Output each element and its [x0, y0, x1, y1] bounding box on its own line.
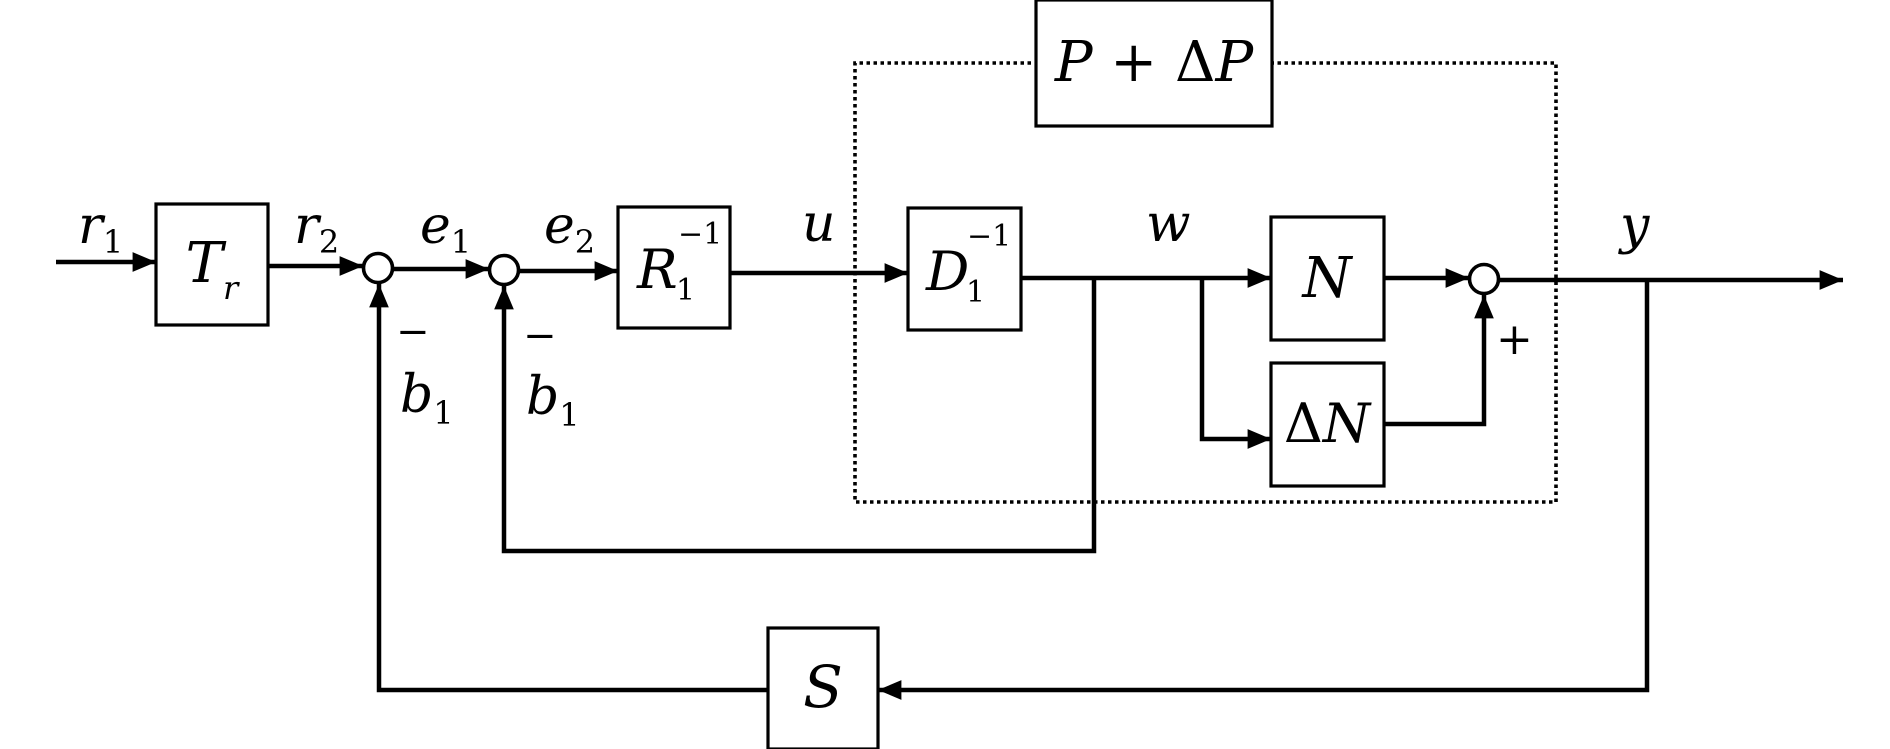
feedback-b1-first: b1: [400, 365, 454, 432]
delta-n-branch-wire: [1199, 278, 1271, 449]
block-n-main: N: [1301, 246, 1354, 311]
signal-r2: r2: [294, 196, 339, 261]
block-d1-inverse-sup: −1: [967, 219, 1011, 254]
pdp-p: P: [1054, 30, 1094, 95]
signal-u: u: [802, 194, 836, 254]
block-p-plus-delta-p: P + ΔP: [1034, 0, 1274, 128]
block-d1-inverse-main: D: [925, 240, 969, 303]
inner-feedback-wire: [494, 278, 1097, 554]
block-tr: Tr: [154, 202, 270, 327]
summing-junction-3: [1467, 262, 1501, 296]
block-d1-inverse: D −1 1: [906, 206, 1023, 332]
block-r1-inverse-sup: −1: [678, 217, 722, 252]
block-s: S: [766, 626, 880, 749]
signal-r1: r1: [78, 196, 123, 261]
block-delta-n: ΔN: [1269, 361, 1386, 488]
outer-feedback-out-wire: [878, 280, 1650, 700]
block-delta-n-main: N: [1321, 392, 1372, 455]
block-tr-main: T: [186, 231, 227, 296]
block-delta-n-delta: Δ: [1284, 392, 1323, 455]
pdp-p2: P: [1214, 30, 1254, 95]
block-tr-sub: r: [223, 269, 240, 307]
signal-w: w: [1146, 194, 1191, 254]
block-s-main: S: [803, 653, 843, 721]
block-r1-inverse-main: R: [636, 238, 678, 301]
minus-sign-2: −: [523, 313, 557, 359]
signal-wires: [56, 252, 1843, 700]
block-r1-inverse-sub: 1: [676, 273, 695, 308]
block-r1-inverse: R −1 1: [616, 205, 732, 330]
feedback-b1-second: b1: [526, 367, 580, 434]
minus-sign-1: −: [396, 309, 430, 355]
pdp-op: +: [1093, 30, 1176, 95]
svg-text:P + ΔP: P + ΔP: [1054, 30, 1255, 95]
block-n: N: [1269, 215, 1386, 342]
signal-e2: e2: [544, 196, 595, 261]
summing-junction-2: [487, 253, 521, 287]
pdp-delta: Δ: [1175, 30, 1215, 95]
block-d1-inverse-sub: 1: [966, 275, 985, 310]
svg-text:Tr: Tr: [186, 231, 240, 307]
signal-y: y: [1618, 196, 1650, 256]
plant-boundary: [853, 61, 1558, 504]
summing-junction-1: [361, 251, 395, 285]
signal-e1: e1: [420, 196, 471, 261]
delta-n-out-wire: [1384, 295, 1494, 427]
svg-text:ΔN: ΔN: [1284, 392, 1372, 455]
plus-sign: +: [1496, 314, 1533, 365]
outer-feedback-in-wire: [369, 284, 768, 693]
